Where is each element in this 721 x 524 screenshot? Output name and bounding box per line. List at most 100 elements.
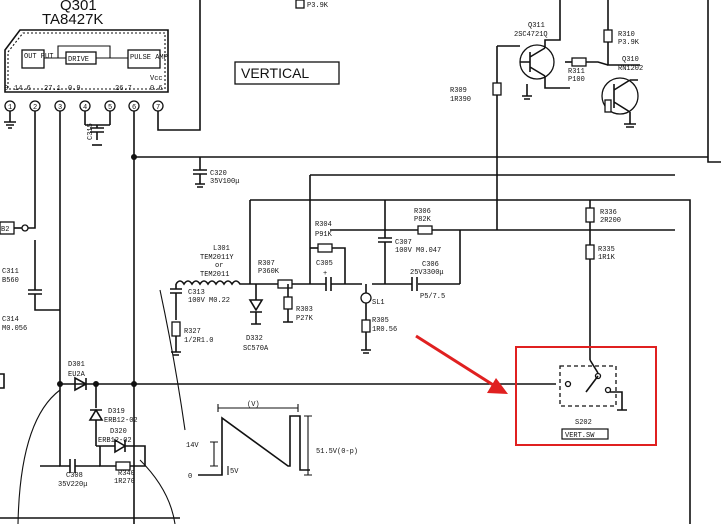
section-label-box: VERTICAL	[234, 61, 340, 85]
r305-ground	[361, 332, 371, 354]
r307-ref: R307	[258, 260, 275, 268]
junction-upper-1	[131, 154, 137, 160]
ic-block-output	[21, 49, 45, 69]
c320-value: 35V100μ	[210, 178, 239, 186]
r303-value: P27K	[296, 315, 314, 323]
ic-pin-voltage-3: 27.1	[44, 85, 61, 93]
r335-ref: R335	[598, 246, 615, 254]
left-components: B2 C311 B560 C314 M0.056	[0, 221, 60, 389]
r310-value: P3.9K	[618, 39, 640, 47]
capacitor-c306: C306 25V3300μ P5/7.5	[405, 230, 461, 301]
r327-body	[171, 321, 181, 337]
r336-body	[585, 207, 595, 223]
waveform-14v-marker	[210, 441, 218, 467]
ic-pin-num-6: 6	[132, 104, 136, 112]
waveform-5v-marker	[221, 466, 229, 475]
ic-pin-voltage-4: 0.9	[68, 85, 81, 93]
d301-value: EU2A	[68, 371, 86, 379]
section-label-frame	[234, 61, 340, 85]
c306-value: 25V3300μ	[410, 269, 444, 277]
c320-ref: C320	[210, 170, 227, 178]
d332-ref: D332	[246, 335, 263, 343]
c315-symbol	[90, 125, 104, 140]
q311-emitter	[544, 76, 570, 89]
l301-coil	[175, 280, 250, 286]
diode-d301: D301 EU2A	[68, 361, 88, 392]
ic-pin-num-4: 4	[83, 104, 87, 112]
curved-wire-left	[17, 389, 61, 524]
r309-value: 1R390	[450, 96, 471, 104]
r305-ref: R305	[372, 317, 389, 325]
ic-pin-num-3: 3	[58, 104, 62, 112]
c308-value: 35V220μ	[58, 481, 87, 489]
r311-value: P100	[568, 76, 585, 84]
sl1-label: SL1	[372, 299, 385, 307]
q311-ref: Q311	[528, 22, 545, 30]
q310-ref: Q310	[622, 56, 639, 64]
junction-lower-3	[131, 381, 137, 387]
d320-symbol	[96, 438, 146, 467]
sl1-body	[360, 292, 372, 304]
c307-value: 100V M0.047	[395, 247, 441, 255]
transistor-q311: Q311 2SC4721Q	[514, 0, 570, 89]
resistor-r303: R303 P27K	[283, 284, 314, 323]
ic-pin-voltage-1: 0	[4, 85, 8, 93]
ic-pin-voltage-2: 14.6	[14, 85, 31, 93]
resistor-r335: R335 1R1K	[585, 222, 616, 360]
ic-pin1-ground	[4, 111, 16, 129]
c306-symbol	[405, 277, 418, 291]
feedback-rail-mid	[250, 199, 691, 524]
capacitor-c305: C305 +	[316, 260, 345, 291]
vertical-waveform: (V) 14V 5V 51.5V(0-p) 0	[186, 401, 358, 481]
ic-pin2-wire	[28, 111, 36, 229]
c311-ref: C311	[2, 268, 19, 276]
r310-body	[603, 29, 613, 43]
diode-d332: D332 SC570A	[243, 284, 269, 353]
feedback-rail-upper	[309, 174, 675, 284]
ic-ref-label: Q301	[60, 0, 97, 14]
l301-value-1: TEM2011Y	[200, 254, 234, 262]
r304-value: P91K	[315, 231, 333, 239]
s202-tag-frame	[561, 428, 609, 440]
r304-ref: R304	[315, 221, 332, 229]
resistor-r311: R311 P100	[565, 57, 609, 84]
r303-ground	[283, 309, 293, 323]
d320-ref: D320	[110, 428, 127, 436]
ic-pin7-wire	[157, 0, 201, 131]
d332-symbol	[248, 284, 264, 325]
s202-blade	[585, 359, 599, 393]
r336-value: 2R200	[600, 217, 621, 225]
highlight-arrow-shaft	[415, 334, 499, 390]
d319-ref: D319	[108, 408, 125, 416]
c315-label: C315	[87, 123, 95, 140]
resistor-top-body	[295, 0, 305, 9]
resistor-r304: R304 P91K	[310, 221, 346, 284]
resistor-r305: R305 1R0.56	[361, 317, 397, 354]
section-label: VERTICAL	[241, 65, 309, 81]
q310-part: RN1202	[618, 65, 643, 73]
r306-value: P82K	[414, 216, 432, 224]
waveform-peak-label: 51.5V(0-p)	[316, 448, 358, 456]
ic-part-label: TA8427K	[42, 11, 103, 28]
connector-b2-terminal	[21, 224, 29, 232]
resistor-r336: R336 2R200	[585, 200, 621, 225]
capacitor-c307: C307 100V M0.047	[378, 200, 441, 284]
transistor-q310: Q310 RN1202	[601, 56, 643, 128]
c314-ref: C314	[2, 316, 19, 324]
d301-symbol	[74, 376, 88, 392]
ic-block-output-label: OUT PUT	[24, 53, 53, 61]
c306-ref: C306	[422, 261, 439, 269]
resistor-r306: R306 P82K	[414, 208, 433, 235]
r309-body	[492, 82, 502, 96]
c314-value: M0.056	[2, 325, 27, 333]
r309-ref: R309	[450, 87, 467, 95]
ic-pin-num-1: 1	[8, 104, 12, 112]
c320-symbol	[193, 157, 207, 188]
c308-ref: C308	[66, 472, 83, 480]
ic-q301: Q301 TA8427K OUT PUT DRIVE PULSE AMP Vcc…	[4, 0, 201, 524]
s202-tag-label: VERT.SW	[565, 432, 595, 440]
capacitor-c315: C315	[87, 123, 104, 146]
c305-plus: +	[323, 270, 327, 278]
ic-pin-voltage-6: 26.7	[115, 85, 132, 93]
